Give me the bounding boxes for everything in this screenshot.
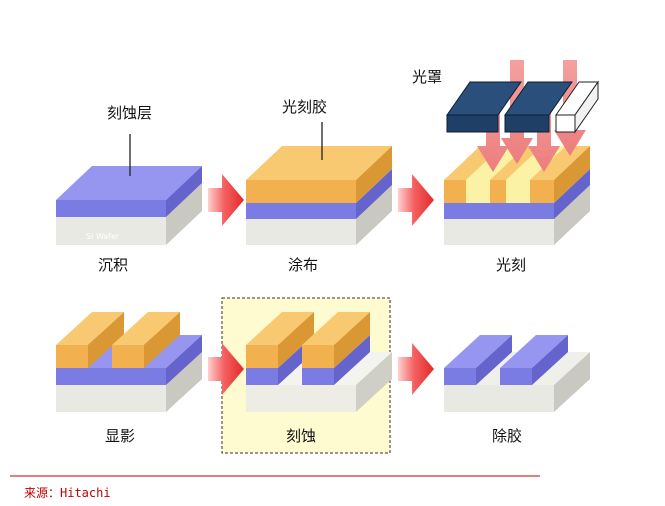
substrate-front	[444, 385, 554, 412]
resist-strip	[530, 180, 554, 203]
etched-line-front	[302, 368, 334, 385]
resist-bar-front	[302, 345, 334, 368]
resist-bar-front	[246, 345, 278, 368]
process-arrow-5	[398, 343, 434, 395]
etched-line-top	[444, 335, 512, 368]
etch-layer-side	[554, 169, 590, 219]
photoresist-front	[246, 180, 356, 203]
etch-layer-front	[56, 368, 166, 385]
photomask-label: 光罩	[412, 68, 442, 86]
substrate-front	[246, 219, 356, 245]
photoresist-top	[246, 146, 392, 180]
etch-layer-front	[444, 203, 554, 219]
process-arrow-4	[208, 343, 244, 395]
resist-bar-top	[246, 312, 314, 345]
resist-bar-side	[88, 312, 124, 368]
step-etching-block	[246, 312, 392, 412]
mask-clear-front	[555, 114, 576, 133]
etch-layer-front	[246, 203, 356, 219]
etched-line-side	[476, 335, 512, 385]
step-label-coating: 涂布	[288, 256, 318, 274]
resist-bar-top	[302, 312, 370, 345]
resist-bar-front	[112, 345, 144, 368]
resist-bar-top	[56, 312, 124, 345]
substrate-front	[56, 217, 166, 245]
substrate-side	[554, 185, 590, 245]
wafer-label: Si Wafer	[86, 232, 120, 241]
resist-bar-front	[56, 345, 88, 368]
mask-bar-front	[446, 114, 499, 133]
photoresist-side	[356, 146, 392, 203]
mask-bar-front	[504, 114, 550, 133]
etch-layer-side	[356, 169, 392, 219]
step-strip-block	[444, 335, 590, 412]
substrate-side	[166, 183, 202, 245]
process-arrow-1	[208, 174, 244, 226]
substrate-front	[56, 385, 166, 412]
etch-layer-front	[56, 200, 166, 217]
etched-line-top	[500, 335, 568, 368]
resist-bar-side	[278, 312, 314, 368]
step-coating-block	[246, 146, 392, 245]
etched-line-front	[444, 368, 476, 385]
etched-line-front	[246, 368, 278, 385]
exposed-strip	[466, 180, 490, 203]
step-development-block	[56, 312, 202, 412]
step-label-strip: 除胶	[492, 427, 522, 445]
step-label-etching: 刻蚀	[286, 427, 316, 445]
photomask	[446, 80, 599, 134]
resist-strip	[444, 180, 466, 203]
step-label-development: 显影	[105, 427, 135, 445]
step-label-deposition: 沉积	[98, 256, 128, 274]
substrate-front	[246, 385, 356, 412]
resist-bar-side	[144, 312, 180, 368]
substrate-side	[166, 352, 202, 412]
source-text: 来源：Hitachi	[24, 486, 111, 500]
etch-layer-label: 刻蚀层	[107, 104, 152, 122]
process-arrow-2	[398, 174, 434, 226]
resist-bar-side	[334, 312, 370, 368]
etched-line-side	[532, 335, 568, 385]
resist-strip	[490, 180, 506, 203]
mask-clear-side	[574, 80, 599, 134]
etched-line-front	[500, 368, 532, 385]
etch-layer-side	[166, 166, 202, 217]
step-deposition-block: Si Wafer	[56, 166, 202, 245]
etch-layer-side	[166, 335, 202, 385]
etched-line-side	[334, 335, 370, 385]
resist-bar-top	[112, 312, 180, 345]
photoresist-label: 光刻胶	[282, 98, 327, 116]
step-label-exposure: 光刻	[496, 256, 526, 274]
photoresist-side	[554, 146, 590, 203]
substrate-side	[356, 185, 392, 245]
exposed-strip	[506, 180, 530, 203]
substrate-side	[554, 352, 590, 412]
substrate-side	[356, 352, 392, 412]
substrate-front	[444, 219, 554, 245]
etch-layer-top	[56, 166, 202, 200]
